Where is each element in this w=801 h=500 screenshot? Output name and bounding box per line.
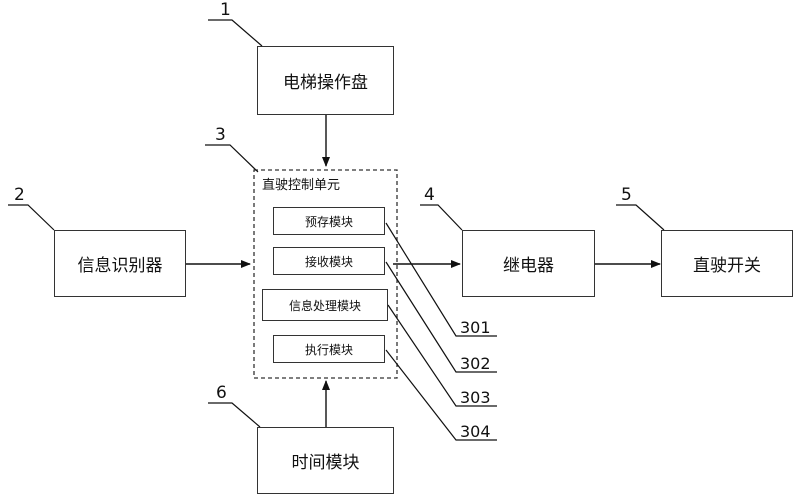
callout-line-6	[208, 402, 261, 428]
callout-line-1	[208, 19, 263, 47]
prestore-module-label: 预存模块	[304, 214, 353, 229]
relay-label: 继电器	[503, 256, 554, 276]
ref-number-303: 303	[460, 388, 491, 407]
control-unit-border	[253, 169, 398, 379]
relay-block: 继电器	[462, 230, 595, 297]
time-module-label: 时间模块	[291, 453, 360, 473]
callout-number-2: 2	[14, 185, 25, 205]
callout-line-2	[8, 204, 55, 231]
ref-number-302: 302	[460, 354, 491, 373]
ref-number-301: 301	[460, 318, 491, 337]
callout-number-1: 1	[220, 0, 231, 20]
callout-line-5	[616, 204, 665, 231]
ref-line-302	[385, 261, 497, 373]
control-unit-title: 直驶控制单元	[262, 178, 341, 193]
info-processing-module: 信息处理模块	[262, 289, 388, 321]
info-processing-module-label: 信息处理模块	[288, 298, 361, 313]
execute-module-label: 执行模块	[304, 342, 353, 357]
callout-line-3	[205, 144, 259, 173]
time-module-block: 时间模块	[257, 427, 394, 494]
callout-number-6: 6	[216, 383, 227, 403]
ref-line-301	[385, 222, 497, 337]
prestore-module: 预存模块	[273, 207, 385, 235]
info-recognizer-label: 信息识别器	[77, 256, 163, 276]
direct-switch-block: 直驶开关	[661, 230, 793, 297]
ref-number-304: 304	[460, 422, 491, 441]
elevator-panel-label: 电梯操作盘	[283, 73, 368, 93]
ref-line-303	[387, 304, 497, 407]
ref-line-304	[385, 349, 497, 441]
callout-number-5: 5	[621, 185, 632, 205]
callout-line-4	[420, 204, 463, 231]
callout-number-3: 3	[215, 125, 226, 145]
execute-module: 执行模块	[273, 335, 385, 363]
receive-module-label: 接收模块	[304, 254, 353, 269]
callout-number-4: 4	[424, 185, 435, 205]
elevator-panel-block: 电梯操作盘	[257, 46, 394, 115]
receive-module: 接收模块	[273, 247, 385, 275]
direct-switch-label: 直驶开关	[693, 256, 761, 276]
info-recognizer-block: 信息识别器	[54, 230, 186, 297]
